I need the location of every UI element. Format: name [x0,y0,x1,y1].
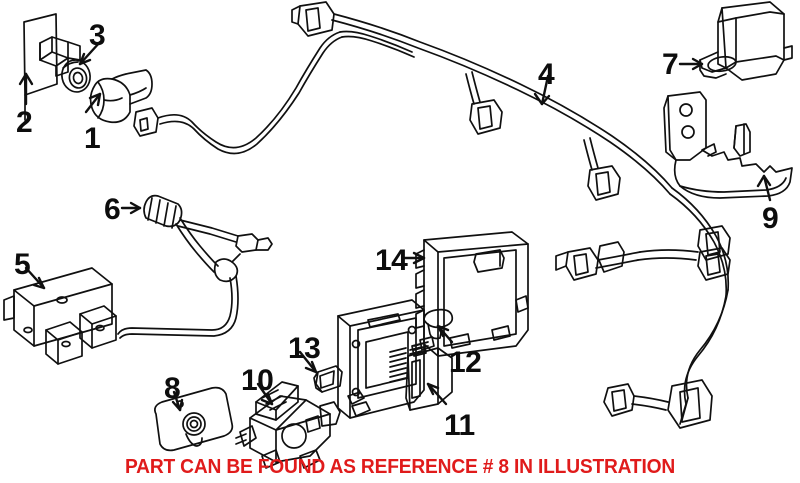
part-10-camera-mounting-bracket [235,381,341,469]
callout-12[interactable]: 12 [449,346,482,379]
callout-2[interactable]: 2 [16,106,33,139]
callout-13[interactable]: 13 [288,332,321,365]
callout-14[interactable]: 14 [375,244,408,277]
callout-9[interactable]: 9 [762,202,779,235]
part-6-jumper-wire-pigtail [117,194,273,339]
callout-10[interactable]: 10 [241,364,274,397]
part-13-retaining-clip [313,365,343,393]
callout-5[interactable]: 5 [14,248,31,281]
part-4-parking-aid-wiring-harness [133,1,731,429]
callout-1[interactable]: 1 [84,122,101,155]
callout-11[interactable]: 11 [444,409,475,442]
callout-6[interactable]: 6 [104,193,121,226]
part-5-control-relay-module [3,267,117,365]
part-12-module-mounting-screw [409,308,454,357]
callout-8[interactable]: 8 [164,372,181,405]
part-3-sensor-retaining-ring [61,59,91,93]
part-14-control-module-housing-bracket [415,231,529,357]
callout-leader-lines [18,40,772,412]
part-2-sensor-retainer-bracket [23,13,81,121]
part-7-blind-spot-radar-sensor [699,1,793,81]
callout-7[interactable]: 7 [662,48,679,81]
reference-notice-banner: PART CAN BE FOUND AS REFERENCE # 8 IN IL… [124,456,676,478]
part-9-sensor-mounting-bracket [663,91,793,199]
callout-3[interactable]: 3 [89,19,106,52]
callout-4[interactable]: 4 [538,58,555,91]
